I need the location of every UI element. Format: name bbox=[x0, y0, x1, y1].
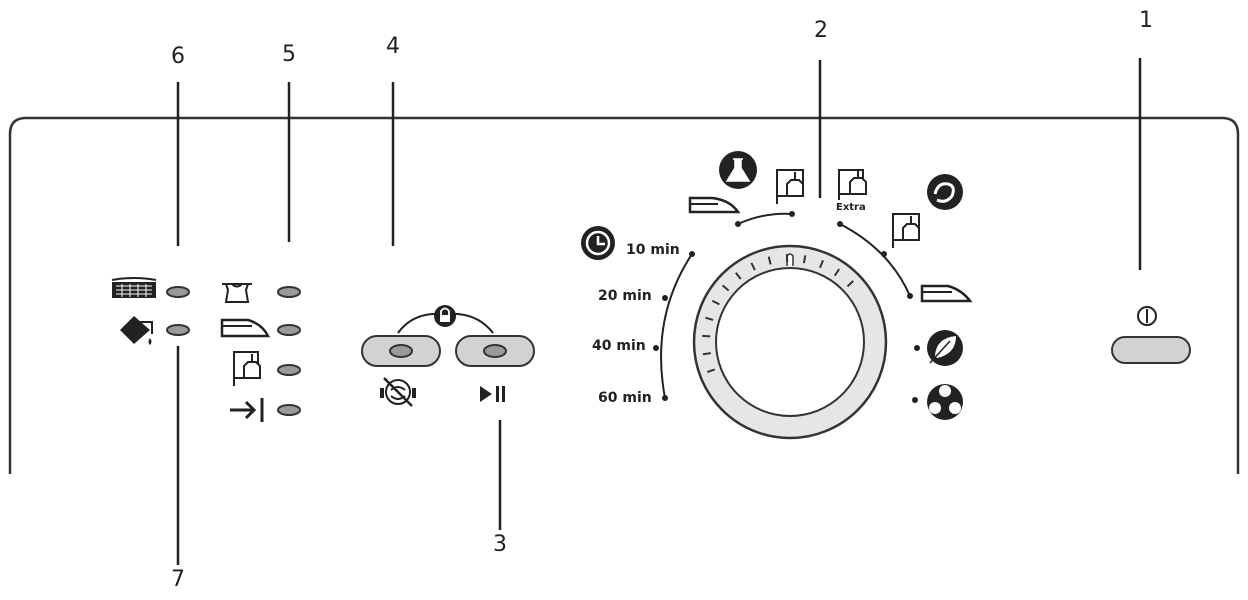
dial-tick bbox=[819, 260, 824, 269]
dial-tick bbox=[833, 268, 841, 277]
callout-number-6: 6 bbox=[171, 44, 185, 69]
program-dial[interactable] bbox=[692, 244, 888, 440]
cupboard-dry-indicator-icon bbox=[233, 351, 261, 386]
dial-tick bbox=[750, 262, 756, 271]
iron-dry-indicator-icon bbox=[220, 318, 271, 338]
program-arc-left bbox=[737, 212, 793, 225]
dial-tick bbox=[721, 284, 730, 292]
time-option-60: 60 min bbox=[598, 390, 652, 406]
extra-label: Extra bbox=[836, 202, 866, 213]
empty-water-container-icon bbox=[120, 316, 153, 345]
time-arc bbox=[660, 253, 693, 399]
dial-tick bbox=[702, 334, 711, 338]
time-arc-dots bbox=[653, 251, 695, 401]
wool-icon bbox=[719, 151, 757, 189]
filter-clean-icon bbox=[111, 277, 157, 298]
cupboard-dry-icon-2 bbox=[892, 213, 920, 248]
start-pause-button[interactable] bbox=[455, 335, 535, 367]
led-cupboard-dry bbox=[277, 364, 301, 376]
led-iron-dry bbox=[277, 324, 301, 336]
callout-number-5: 5 bbox=[282, 42, 296, 67]
iron-dry-icon bbox=[688, 196, 741, 214]
cupboard-dry-extra-icon bbox=[838, 169, 867, 200]
callout-number-1: 1 bbox=[1139, 8, 1153, 33]
dial-tick bbox=[711, 299, 720, 306]
power-button[interactable] bbox=[1111, 336, 1191, 364]
delicates-icon bbox=[927, 330, 963, 366]
hanging-dry-icon bbox=[222, 283, 252, 303]
buzzer-off-button[interactable] bbox=[361, 335, 441, 367]
dial-tick bbox=[846, 280, 854, 288]
lock-icon bbox=[434, 305, 456, 327]
led-filter-clean bbox=[166, 286, 190, 298]
callout-number-4: 4 bbox=[386, 34, 400, 59]
dial-tick bbox=[767, 256, 772, 265]
led-end-cycle bbox=[277, 404, 301, 416]
power-icon bbox=[1137, 306, 1157, 326]
dial-tick bbox=[702, 352, 711, 356]
dial-tick bbox=[802, 255, 807, 264]
led-hanging-dry bbox=[277, 286, 301, 298]
end-cycle-icon bbox=[230, 398, 264, 422]
dial-tick bbox=[706, 368, 716, 374]
play-pause-icon bbox=[480, 386, 505, 402]
synthetics-icon bbox=[927, 174, 963, 210]
iron-dry-icon-2 bbox=[920, 284, 973, 303]
dial-ticks bbox=[702, 254, 854, 374]
time-option-20: 20 min bbox=[598, 288, 652, 304]
callout-number-2: 2 bbox=[814, 18, 828, 43]
dial-tick bbox=[705, 316, 714, 321]
buzzer-off-icon bbox=[380, 377, 416, 407]
callout-number-3: 3 bbox=[493, 532, 507, 557]
dial-tick bbox=[735, 272, 742, 280]
callout-number-7: 7 bbox=[171, 567, 185, 592]
cotton-icon bbox=[927, 384, 963, 420]
clock-icon bbox=[581, 226, 615, 260]
panel-outline bbox=[8, 116, 1240, 474]
time-option-10: 10 min bbox=[626, 242, 680, 258]
led-water-container bbox=[166, 324, 190, 336]
time-option-40: 40 min bbox=[592, 338, 646, 354]
callout-lines bbox=[176, 58, 1142, 565]
cupboard-dry-icon bbox=[776, 169, 804, 204]
